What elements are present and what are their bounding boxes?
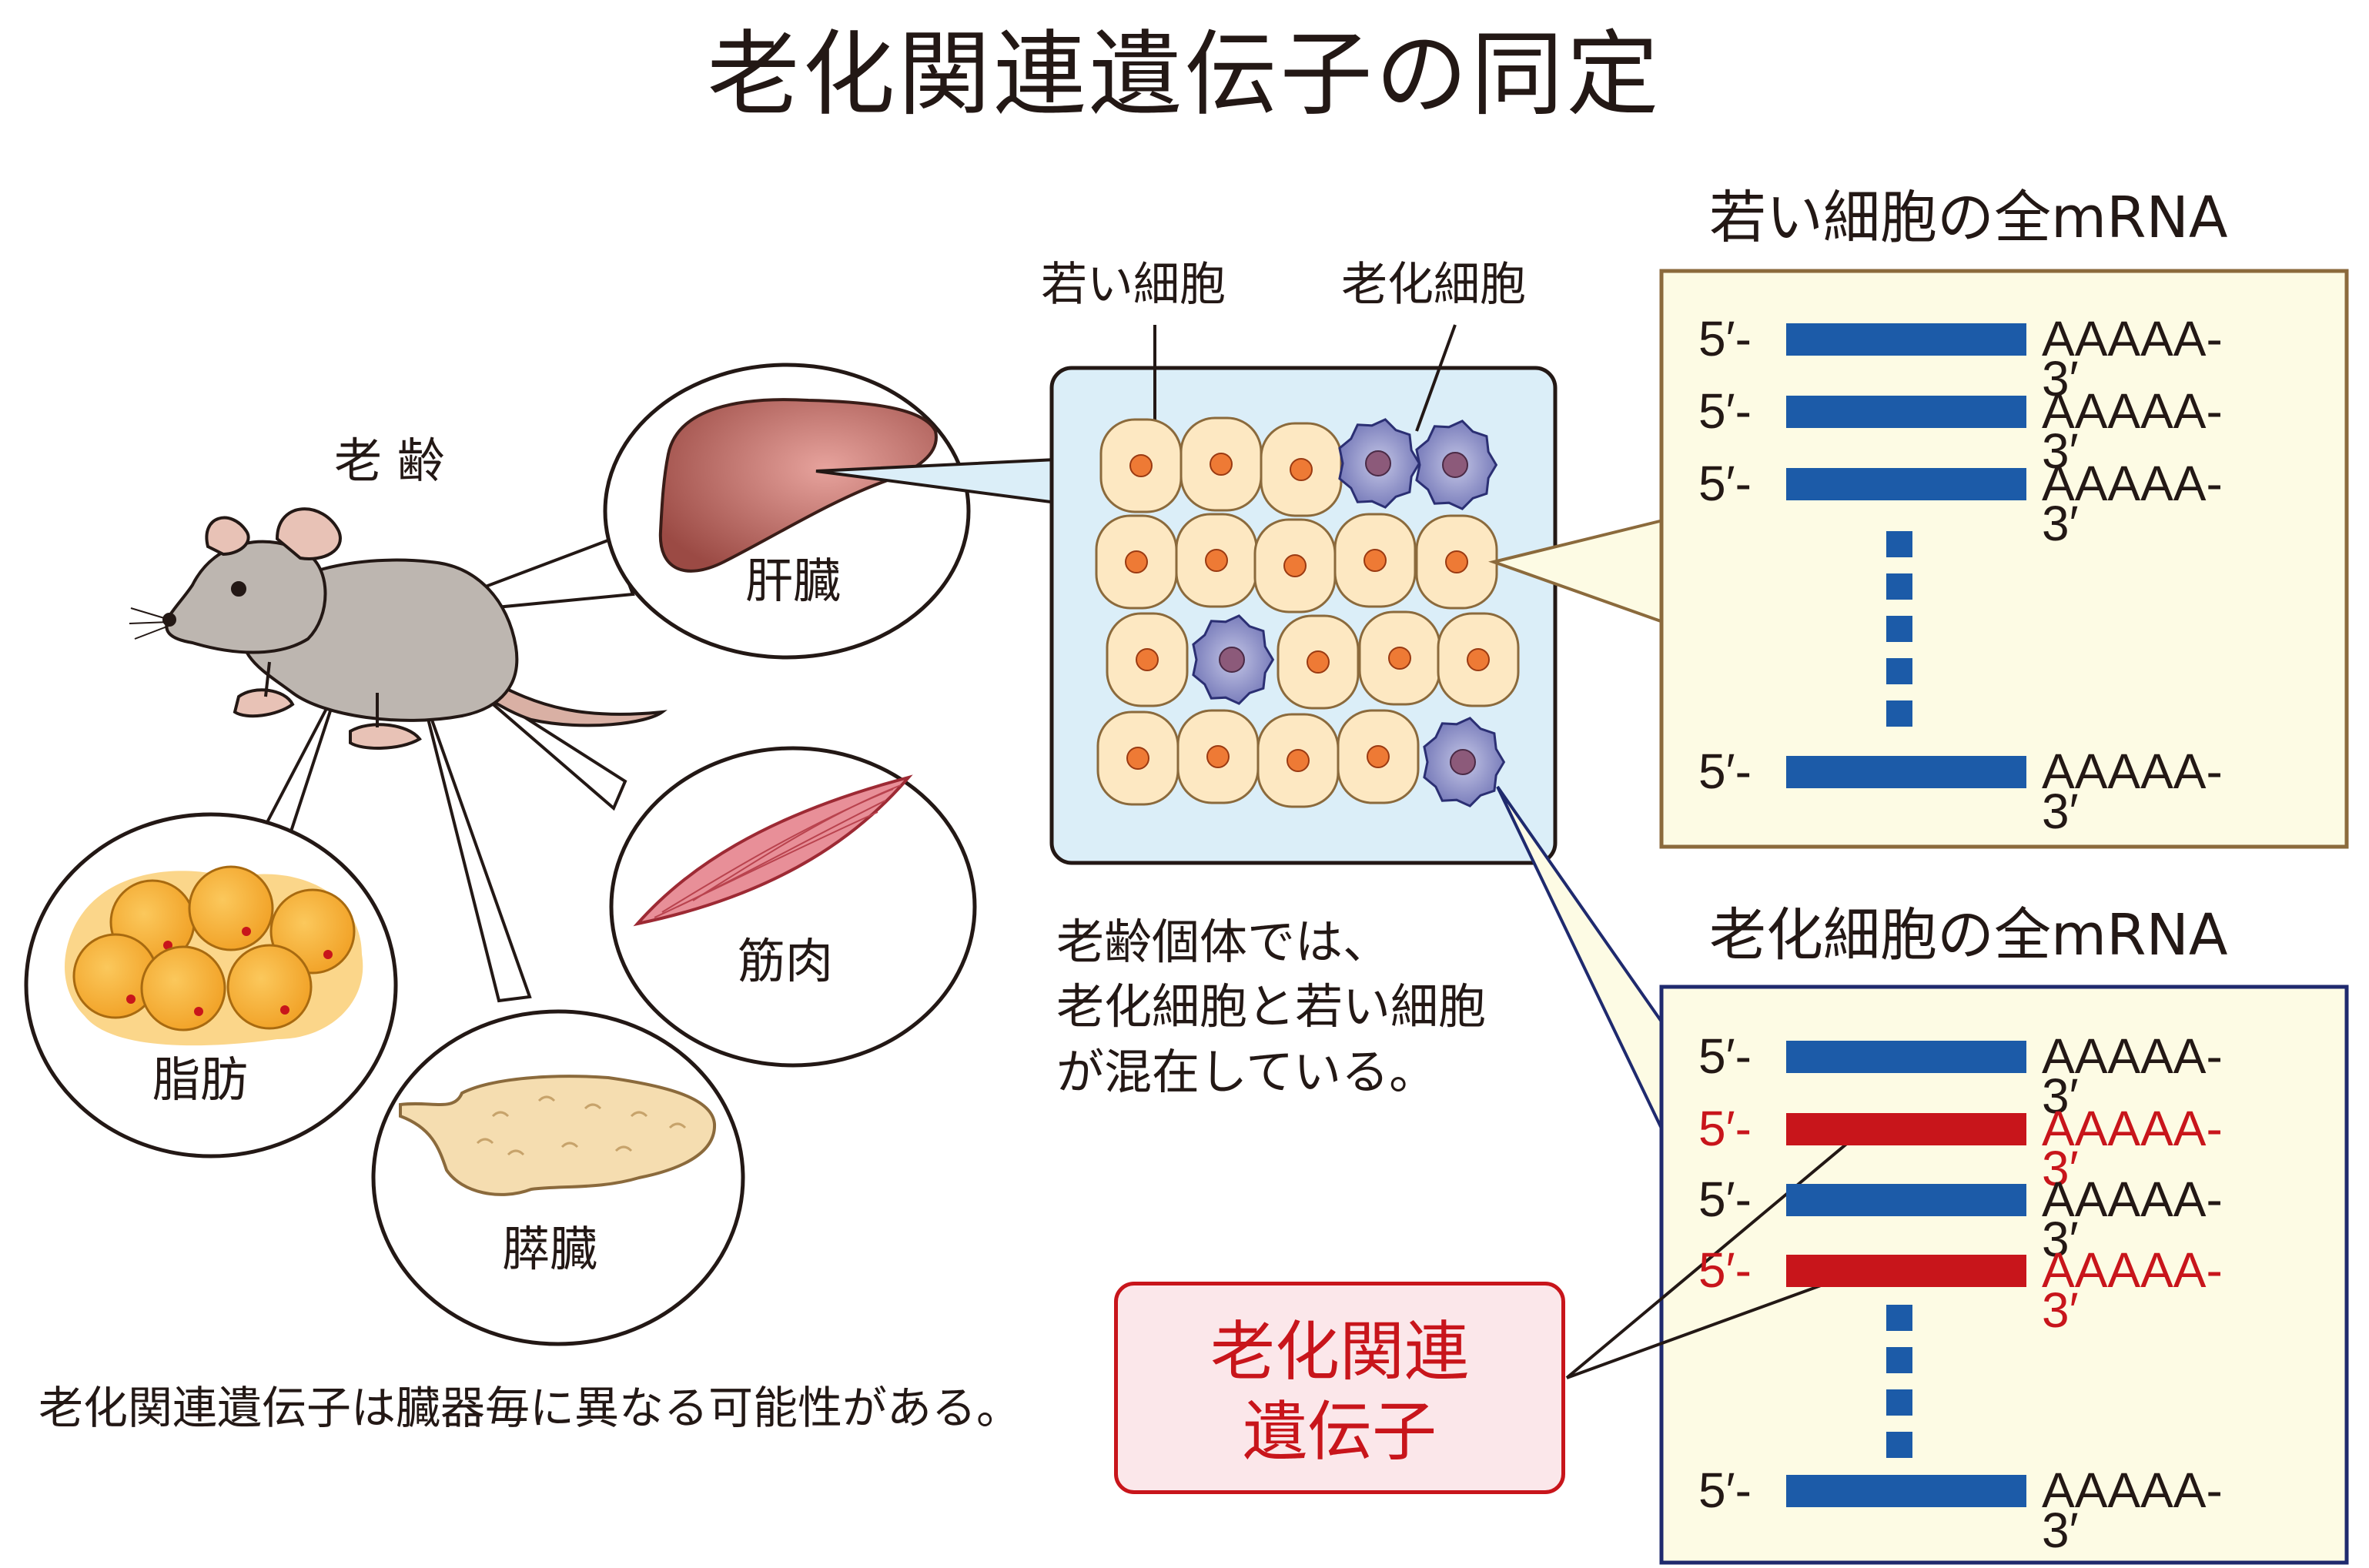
five-prime-end: 5′- (1698, 744, 1752, 799)
fat-cell-nucleus (194, 1007, 203, 1016)
senescent-cell-nucleus (1219, 647, 1245, 673)
young-cell-nucleus (1388, 647, 1411, 670)
mouse-age-label: 老 齢 (334, 433, 445, 489)
fat-cell-nucleus (126, 995, 136, 1004)
young-cell-nucleus (1129, 454, 1153, 477)
young-cell-nucleus (1205, 549, 1228, 572)
cell-mix-note-line: 老齢個体では、 (1056, 914, 1391, 970)
mouse-whiskers (129, 607, 172, 640)
young-cell-nucleus (1126, 747, 1149, 770)
cell-mix-note-line: が混在している。 (1056, 1043, 1437, 1100)
five-prime-end: 5′- (1698, 1463, 1752, 1518)
young-cell-nucleus (1283, 554, 1307, 577)
old-cell-pointer (1415, 324, 1457, 432)
cell-mix-note-line: 老化細胞と若い細胞 (1056, 978, 1487, 1035)
old-mrna-ellipsis (1886, 1305, 1912, 1458)
mrna-bar (1786, 1041, 2026, 1073)
mrna-bar (1786, 756, 2026, 788)
fat-label: 脂肪 (152, 1051, 249, 1108)
fat-cell (188, 865, 274, 951)
young-cell-nucleus (1367, 745, 1390, 768)
poly-a-tail: AAAAA-3′ (2042, 1463, 2223, 1558)
five-prime-end: 5′- (1698, 1172, 1752, 1227)
young-cell-nucleus (1290, 458, 1313, 481)
mouse-eye (231, 581, 246, 597)
senescent-cell-nucleus (1450, 749, 1476, 775)
mouse-hind-foot (349, 723, 422, 750)
fat-cell-nucleus (280, 1005, 289, 1015)
poly-a-tail: AAAAA-3′ (2042, 383, 2223, 479)
five-prime-end: 5′- (1698, 1101, 1752, 1156)
muscle-callout-wedge (460, 676, 627, 811)
aged-mouse-illustration (129, 507, 668, 750)
young-cell-nucleus (1210, 453, 1233, 476)
fat-cell-nucleus (242, 927, 251, 936)
mouse-tail (475, 675, 668, 727)
pancreas-bubble (371, 1009, 745, 1346)
fat-cell-nucleus (163, 941, 172, 950)
mrna-bar (1786, 1475, 2026, 1507)
young-cell-nucleus (1287, 749, 1310, 772)
old-cell-label: 老化細胞 (1341, 258, 1526, 312)
young-mrna-title: 若い細胞の全mRNA (1709, 185, 2228, 251)
young-cell-nucleus (1307, 650, 1330, 674)
five-prime-end: 5′- (1698, 383, 1752, 439)
muscle-label: 筋肉 (738, 933, 834, 989)
poly-a-tail: AAAAA-3′ (2042, 1028, 2223, 1124)
poly-a-tail: AAAAA-3′ (2042, 1172, 2223, 1267)
liver-label: 肝臓 (745, 553, 842, 609)
mrna-bar (1786, 396, 2026, 428)
old-mrna-title: 老化細胞の全mRNA (1709, 902, 2228, 968)
fat-cell-nucleus (323, 950, 333, 959)
five-prime-end: 5′- (1698, 456, 1752, 511)
mouse-front-foot (233, 688, 295, 718)
aging-gene-box: 老化関連 遺伝子 (1114, 1282, 1565, 1494)
mrna-bar (1786, 1255, 2026, 1287)
five-prime-end: 5′- (1698, 311, 1752, 366)
young-cell-nucleus (1445, 550, 1468, 573)
five-prime-end: 5′- (1698, 1242, 1752, 1298)
pancreas-callout-wedge (418, 684, 532, 1003)
senescent-cell-nucleus (1365, 450, 1391, 476)
liver-bubble (603, 363, 971, 660)
young-cell-nucleus (1364, 549, 1387, 572)
mouse-ear-back (205, 516, 250, 557)
poly-a-tail: AAAAA-3′ (2042, 311, 2223, 406)
cell-mix-note: 老齢個体では、 老化細胞と若い細胞 が混在している。 (1056, 910, 1486, 1105)
cell-grid (1095, 416, 1520, 808)
aging-gene-label-line2: 遺伝子 (1242, 1394, 1437, 1469)
mrna-bar (1786, 468, 2026, 500)
bottom-note: 老化関連遺伝子は臓器毎に異なる可能性がある。 (38, 1382, 1022, 1434)
young-cell-nucleus (1206, 745, 1230, 768)
fat-cell (226, 944, 313, 1030)
fat-cells (72, 865, 356, 1031)
aging-gene-label-line1: 老化関連 (1210, 1314, 1469, 1389)
page-title: 老化関連遺伝子の同定 (707, 22, 1662, 129)
pancreas-shape (399, 1075, 717, 1196)
mouse-ear-front (275, 507, 342, 560)
fat-cell (140, 945, 226, 1031)
young-cell-nucleus (1125, 550, 1148, 573)
pancreas-label: 膵臓 (502, 1221, 598, 1277)
poly-a-tail: AAAAA-3′ (2042, 1101, 2223, 1196)
muscle-bubble (609, 746, 977, 1068)
mrna-bar (1786, 1184, 2026, 1216)
young-cell-nucleus (1136, 648, 1159, 671)
mrna-bar (1786, 323, 2026, 356)
mrna-bar (1786, 1113, 2026, 1145)
young-cell-label: 若い細胞 (1041, 258, 1226, 312)
poly-a-tail: AAAAA-3′ (2042, 456, 2223, 551)
young-mrna-box (1659, 269, 2349, 849)
poly-a-tail: AAAAA-3′ (2042, 744, 2223, 839)
poly-a-tail: AAAAA-3′ (2042, 1242, 2223, 1338)
young-mrna-ellipsis (1886, 531, 1912, 727)
old-cell-to-mrna-wedge (1496, 785, 1665, 1132)
senescent-cell-nucleus (1442, 452, 1468, 478)
five-prime-end: 5′- (1698, 1028, 1752, 1084)
young-cell-nucleus (1467, 648, 1490, 671)
